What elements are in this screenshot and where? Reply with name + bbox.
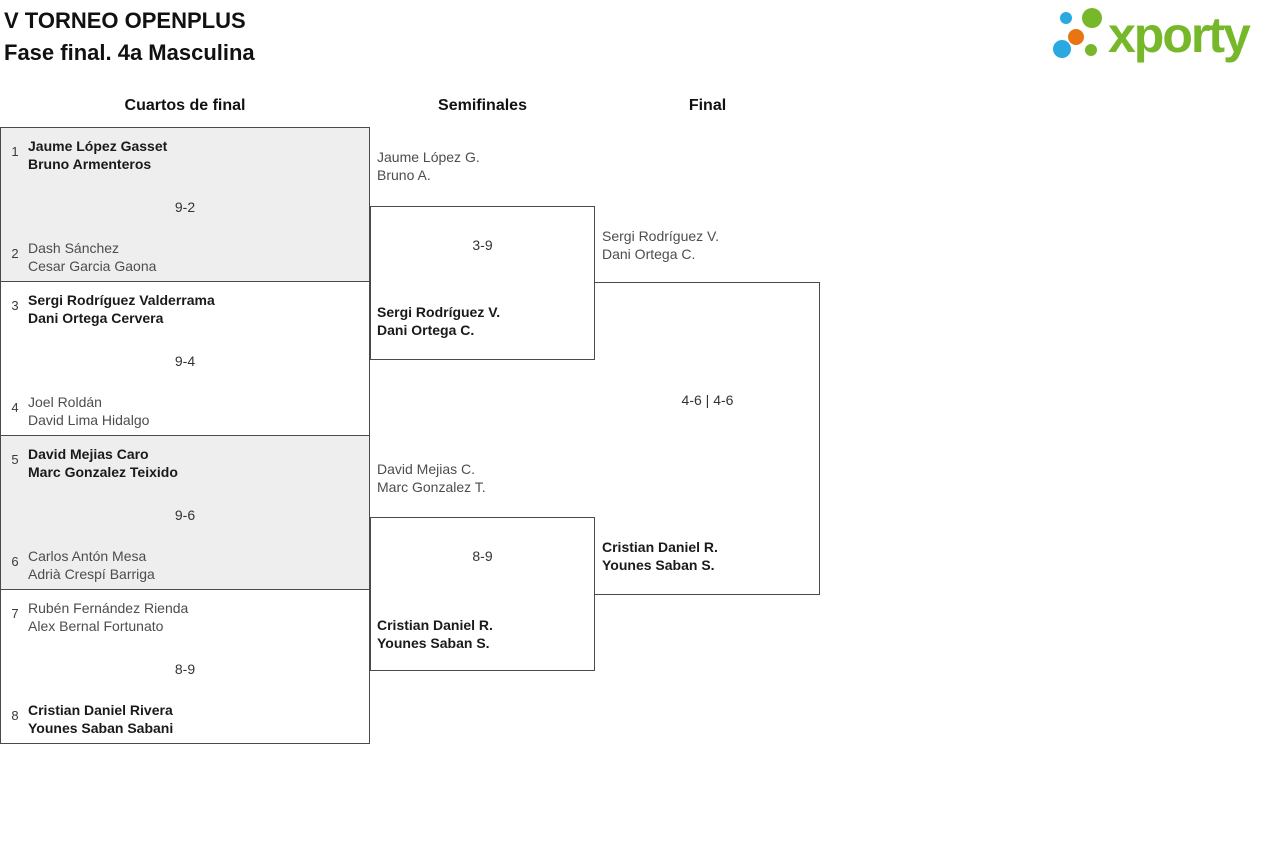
qf-match-3: 5 David Mejias Caro Marc Gonzalez Teixid… — [0, 435, 370, 590]
seed-number: 5 — [11, 452, 19, 467]
qf-match-4: 7 Rubén Fernández Rienda Alex Bernal For… — [0, 589, 370, 744]
team-names: Dash Sánchez Cesar Garcia Gaona — [28, 239, 156, 275]
team-name-line: Cristian Daniel Rivera — [28, 702, 173, 718]
team-name-line: David Lima Hidalgo — [28, 412, 150, 428]
match-score: 4-6 | 4-6 — [681, 392, 734, 408]
team-names: Carlos Antón Mesa Adrià Crespí Barriga — [28, 547, 155, 583]
team-names: Cristian Daniel Rivera Younes Saban Saba… — [28, 701, 173, 737]
seed-number: 2 — [11, 246, 19, 261]
team-name-line: David Mejias Caro — [28, 446, 149, 462]
team-names: Rubén Fernández Rienda Alex Bernal Fortu… — [28, 599, 188, 635]
tournament-subtitle: Fase final. 4a Masculina — [4, 40, 255, 65]
final-match-frame — [595, 282, 820, 595]
team-names: Cristian Daniel R. Younes Saban S. — [602, 538, 718, 574]
logo-dot-icon — [1082, 8, 1102, 28]
team-name-line: Adrià Crespí Barriga — [28, 566, 155, 582]
team-name-line: Alex Bernal Fortunato — [28, 618, 164, 634]
team-names: Sergi Rodríguez V. Dani Ortega C. — [377, 303, 500, 339]
logo-dot-icon — [1068, 29, 1084, 45]
seed-number: 3 — [11, 298, 19, 313]
team-name-line: Jaume López G. — [377, 149, 480, 165]
team-name-line: Jaume López Gasset — [28, 138, 168, 154]
match-score: 8-9 — [174, 661, 196, 677]
qf-match-1: 1 Jaume López Gasset Bruno Armenteros 9-… — [0, 127, 370, 282]
team-name-line: Dani Ortega C. — [377, 322, 475, 338]
match-score: 8-9 — [472, 548, 493, 564]
team-name-line: Cesar Garcia Gaona — [28, 258, 157, 274]
team-name-line: Cristian Daniel R. — [377, 617, 493, 633]
team-name-line: Sergi Rodríguez V. — [377, 304, 501, 320]
logo-dot-icon — [1053, 40, 1071, 58]
team-name-line: Carlos Antón Mesa — [28, 548, 147, 564]
team-name-line: Marc Gonzalez T. — [377, 479, 486, 495]
seed-number: 8 — [11, 708, 19, 723]
sf-match-2-frame — [370, 517, 595, 671]
logo-wordmark: xporty — [1108, 7, 1251, 63]
qf-match-2: 3 Sergi Rodríguez Valderrama Dani Ortega… — [0, 281, 370, 436]
team-names: Sergi Rodríguez V. Dani Ortega C. — [602, 227, 719, 263]
tournament-title: V TORNEO OPENPLUS — [4, 8, 246, 33]
round-header-semifinals: Semifinales — [438, 97, 527, 114]
seed-number: 1 — [11, 144, 19, 159]
logo-dot-icon — [1085, 44, 1097, 56]
team-name-line: Younes Saban Sabani — [28, 720, 174, 736]
seed-number: 7 — [11, 606, 19, 621]
match-score: 9-2 — [174, 199, 196, 215]
xporty-logo[interactable]: xporty — [1048, 2, 1280, 72]
team-name-line: Bruno A. — [377, 167, 431, 183]
team-name-line: Younes Saban S. — [377, 635, 490, 651]
team-name-line: Younes Saban S. — [602, 557, 715, 573]
team-names: Jaume López Gasset Bruno Armenteros — [28, 137, 167, 173]
logo-dot-icon — [1060, 12, 1072, 24]
match-score: 3-9 — [472, 237, 493, 253]
team-names: Sergi Rodríguez Valderrama Dani Ortega C… — [28, 291, 215, 327]
team-name-line: Sergi Rodríguez Valderrama — [28, 292, 215, 308]
sf-match-1-frame — [370, 206, 595, 360]
round-header-quarterfinals: Cuartos de final — [124, 97, 246, 114]
seed-number: 4 — [11, 400, 19, 415]
team-name-line: Dash Sánchez — [28, 240, 120, 256]
team-name-line: Dani Ortega Cervera — [28, 310, 164, 326]
team-names: Joel Roldán David Lima Hidalgo — [28, 393, 149, 429]
team-name-line: Dani Ortega C. — [602, 246, 696, 262]
match-score: 9-6 — [174, 507, 196, 523]
team-name-line: Cristian Daniel R. — [602, 539, 718, 555]
team-name-line: David Mejias C. — [377, 461, 476, 477]
team-names: Cristian Daniel R. Younes Saban S. — [377, 616, 493, 652]
round-header-final: Final — [688, 97, 727, 114]
team-names: Jaume López G. Bruno A. — [377, 148, 480, 184]
team-name-line: Marc Gonzalez Teixido — [28, 464, 178, 480]
team-names: David Mejias Caro Marc Gonzalez Teixido — [28, 445, 178, 481]
seed-number: 6 — [11, 554, 19, 569]
team-name-line: Joel Roldán — [28, 394, 102, 410]
team-name-line: Rubén Fernández Rienda — [28, 600, 189, 616]
page-title: V TORNEO OPENPLUS Fase final. 4a Masculi… — [4, 5, 255, 69]
team-name-line: Bruno Armenteros — [28, 156, 152, 172]
team-names: David Mejias C. Marc Gonzalez T. — [377, 460, 486, 496]
team-name-line: Sergi Rodríguez V. — [602, 228, 719, 244]
match-score: 9-4 — [174, 353, 196, 369]
